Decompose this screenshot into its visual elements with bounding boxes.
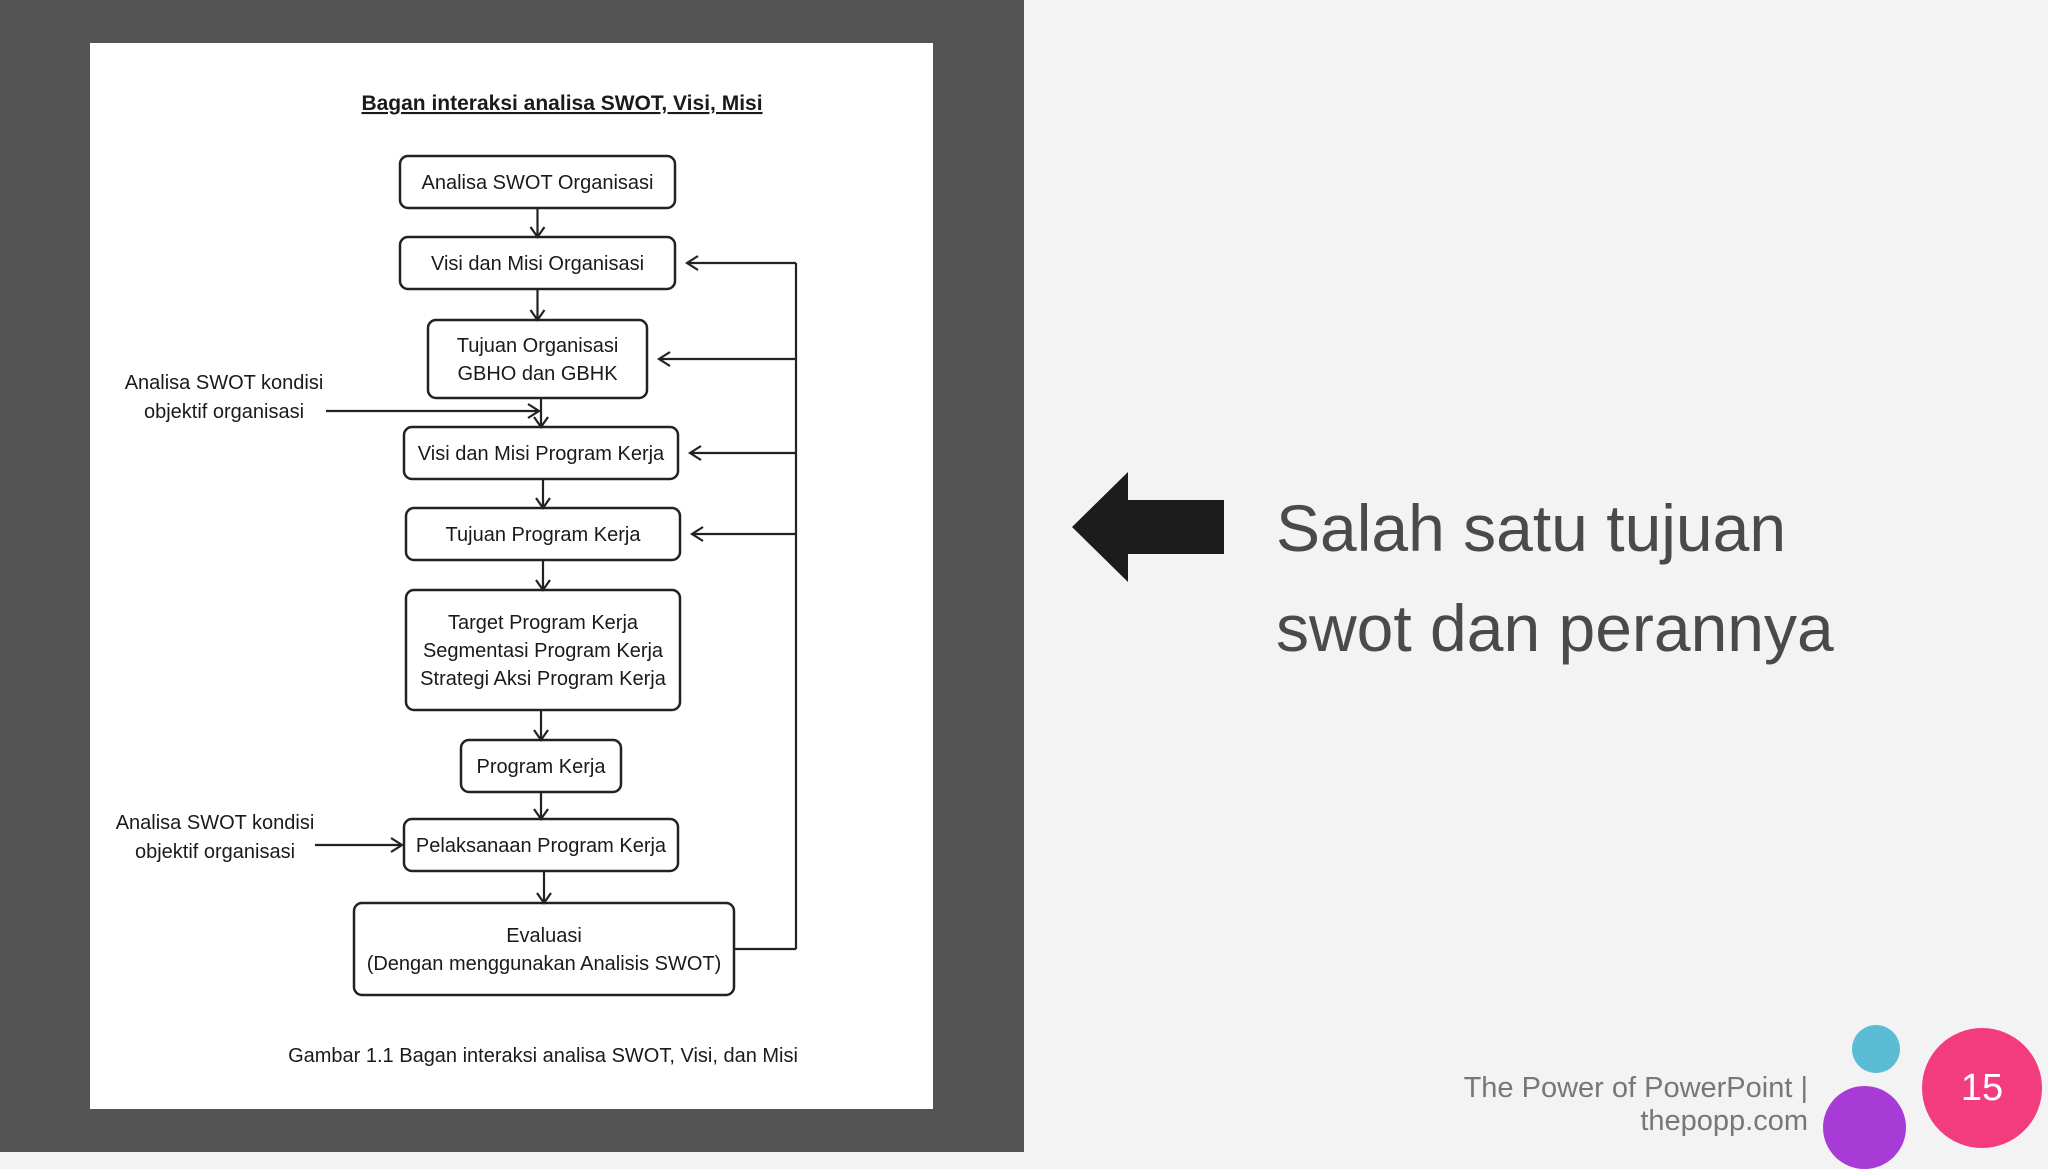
heading-line-2: swot dan perannya [1276,591,1834,665]
flow-node-n9: Evaluasi (Dengan menggunakan Analisis SWO… [352,901,736,997]
flow-node-label: Visi dan Misi Organisasi [431,253,644,275]
flow-node-label: Tujuan Organisasi [457,335,619,357]
decorative-dot-blue [1852,1025,1900,1073]
page-number-badge: 15 [1922,1028,2042,1148]
side-input-text: Analisa SWOT kondisi [125,372,324,394]
flow-node-label: Visi dan Misi Program Kerja [418,443,665,465]
flow-node-label: Analisa SWOT Organisasi [422,172,654,194]
flow-node-label: Segmentasi Program Kerja [423,640,664,662]
flow-node-label: (Dengan menggunakan Analisis SWOT) [367,953,722,975]
flow-node-n7: Program Kerja [459,738,623,794]
flow-node-n5: Tujuan Program Kerja [404,506,682,562]
slide-heading: Salah satu tujuan swot dan perannya [1276,478,1996,678]
flow-node-label: Program Kerja [477,756,607,778]
flow-node-label: Pelaksanaan Program Kerja [416,835,667,857]
flow-node-n2: Visi dan Misi Organisasi [398,235,677,291]
side-input-label: Analisa SWOT kondisi objektif organisasi [125,372,324,423]
diagram-caption: Gambar 1.1 Bagan interaksi analisa SWOT,… [288,1045,798,1067]
flow-node-label: GBHO dan GBHK [457,363,618,385]
flow-node-label: Target Program Kerja [448,612,639,634]
left-panel: Bagan interaksi analisa SWOT, Visi, Misi… [0,0,1024,1152]
flow-node-label: Evaluasi [506,925,582,947]
side-input-text: Analisa SWOT kondisi [116,812,315,834]
side-input-text: objektif organisasi [144,401,304,423]
flow-node-n8: Pelaksanaan Program Kerja [402,817,680,873]
heading-line-1: Salah satu tujuan [1276,491,1787,565]
flow-node-label: Strategi Aksi Program Kerja [420,668,667,690]
diagram-image: Bagan interaksi analisa SWOT, Visi, Misi… [90,43,933,1109]
flow-node-n1: Analisa SWOT Organisasi [398,154,677,210]
left-arrow-icon [1072,472,1224,582]
footer-text: The Power of PowerPoint | thepopp.com [1463,1072,1808,1137]
flow-node-n4: Visi dan Misi Program Kerja [402,425,680,481]
flow-node-label: Tujuan Program Kerja [446,524,642,546]
decorative-dot-purple [1823,1086,1906,1169]
side-input-text: objektif organisasi [135,841,295,863]
diagram-title: Bagan interaksi analisa SWOT, Visi, Misi [361,92,762,115]
swot-flowchart: Bagan interaksi analisa SWOT, Visi, Misi… [116,92,798,1067]
side-input-label: Analisa SWOT kondisi objektif organisasi [116,812,315,863]
